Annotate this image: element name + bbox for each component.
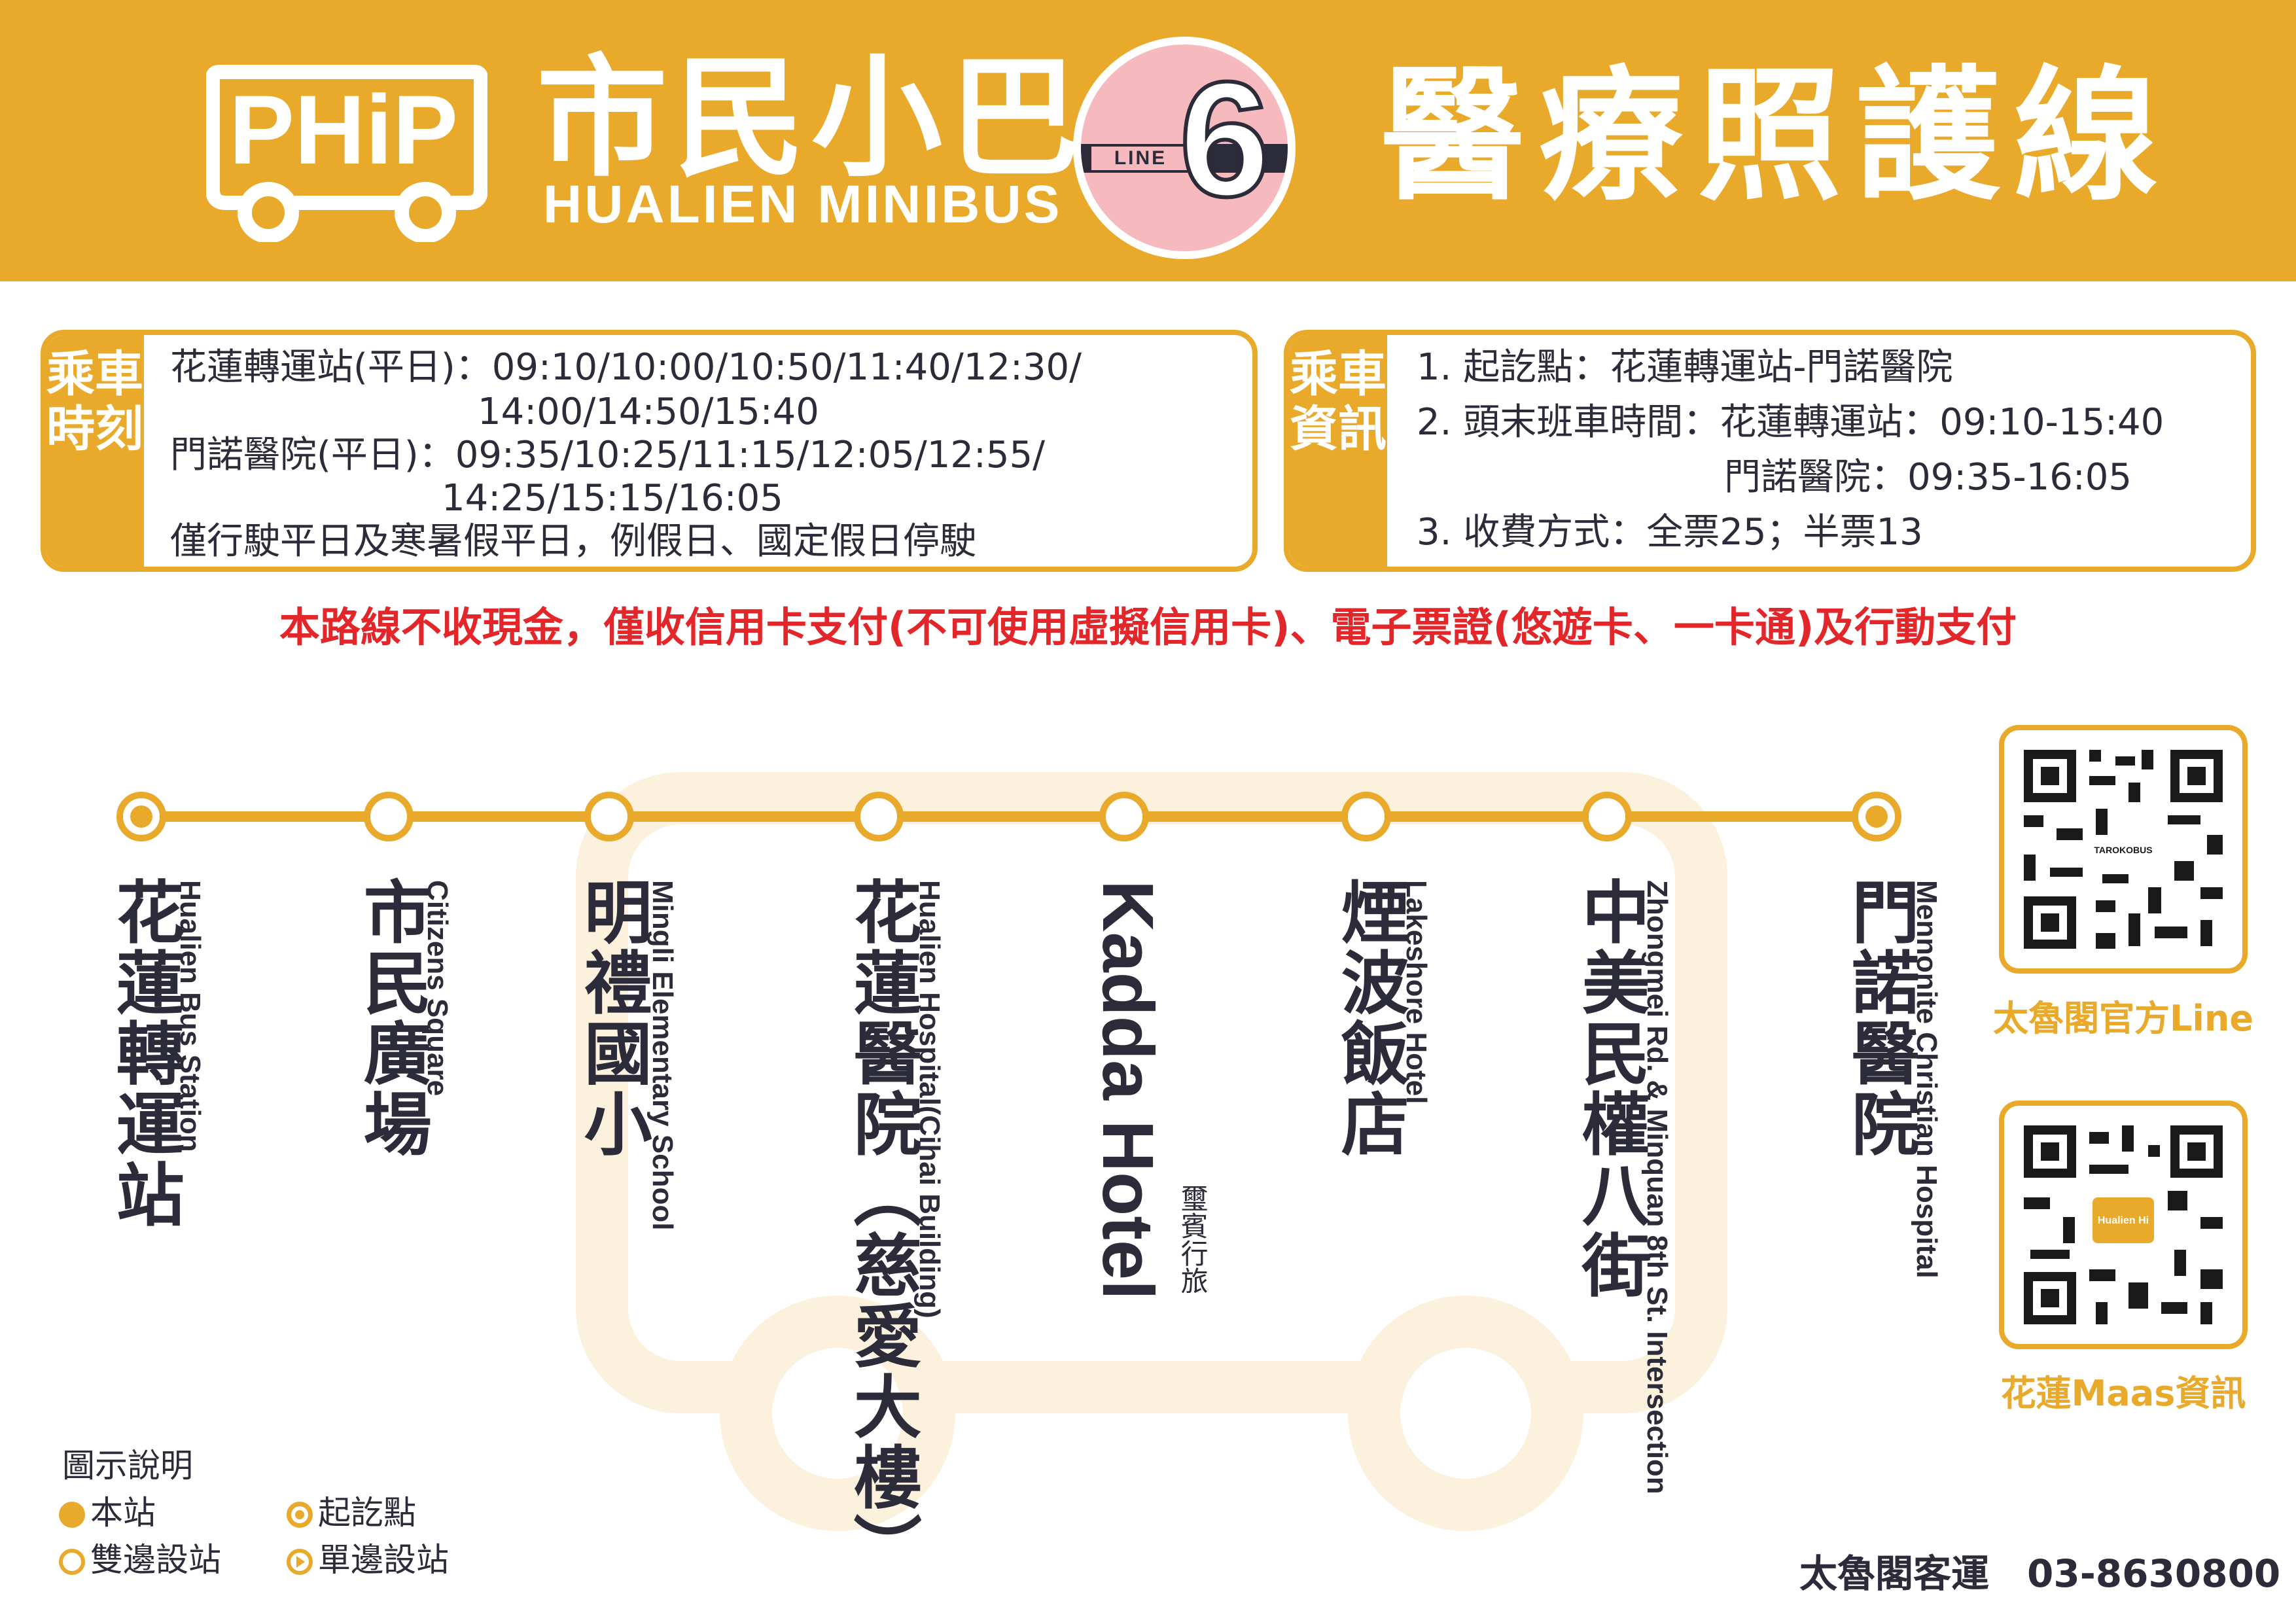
stop-marker bbox=[584, 792, 634, 841]
stop-name-zh-sub: 璽賓行旅 bbox=[1176, 1184, 1209, 1294]
ride-info-line: 3. 收費方式：全票25；半票13 bbox=[1417, 511, 1923, 554]
schedule-line: 僅行駛平日及寒暑假平日，例假日、國定假日停駛 bbox=[170, 520, 976, 563]
qr-inner-label: Hualien Hi bbox=[2098, 1215, 2149, 1226]
ride-info-line: 2. 頭末班車時間：花蓮轉運站：09:10-15:40 bbox=[1417, 401, 2164, 444]
stop-name-zh: 花蓮醫院（慈愛大樓） bbox=[841, 877, 922, 1583]
stop-marker-terminal bbox=[116, 792, 166, 841]
legend-label: 本站 bbox=[90, 1494, 156, 1532]
stop-name-en: Hualien Hospital(Cihai Building) bbox=[913, 880, 945, 1318]
operator-contact: 太魯閣客運 03-8630800 bbox=[1799, 1551, 2281, 1596]
qr-code-icon[interactable]: Hualien Hi bbox=[2004, 1106, 2242, 1344]
watermark-bus-icon bbox=[576, 772, 1727, 1531]
filled-dot-icon bbox=[59, 1502, 85, 1528]
legend-item-both-sides: 雙邊設站 bbox=[59, 1540, 221, 1580]
ride-info-box: 乘車資訊 1. 起訖點：花蓮轉運站-門諾醫院 2. 頭末班車時間：花蓮轉運站：0… bbox=[1284, 330, 2256, 572]
cash-notice: 本路線不收現金，僅收信用卡支付(不可使用虛擬信用卡)、電子票證(悠遊卡、一卡通)… bbox=[279, 603, 2017, 651]
qr-caption: 花蓮Maas資訊 bbox=[2000, 1373, 2246, 1414]
minibus-logo-icon: PHiP bbox=[206, 65, 487, 242]
stop-name-en: Lakeshore Hotel bbox=[1400, 880, 1432, 1104]
ride-info-line: 門諾醫院：09:35-16:05 bbox=[1724, 456, 2132, 499]
stop-name-en: Mingli Elementary School bbox=[646, 880, 679, 1231]
header-band: PHiP 市民小巴 HUALIEN MINIBUS LINE 6 醫療照護線 bbox=[0, 0, 2296, 281]
schedule-box: 乘車時刻 花蓮轉運站(平日)：09:10/10:00/10:50/11:40/1… bbox=[41, 330, 1258, 572]
stop-marker bbox=[1341, 792, 1391, 841]
legend-item-terminal: 起訖點 bbox=[287, 1493, 416, 1532]
ride-info-tag: 乘車資訊 bbox=[1289, 335, 1387, 567]
stop-marker bbox=[1099, 792, 1149, 841]
brand-name-en: HUALIEN MINIBUS bbox=[543, 175, 1063, 234]
legend-item-one-side: 單邊設站 bbox=[287, 1540, 449, 1580]
stop-marker-terminal bbox=[1852, 792, 1901, 841]
stop-marker bbox=[854, 792, 904, 841]
qr-caption: 太魯閣官方Line bbox=[1993, 998, 2253, 1039]
line-word: LINE bbox=[1091, 147, 1190, 170]
legend-label: 雙邊設站 bbox=[90, 1541, 221, 1579]
stop-name-en-main: Kadda Hotel bbox=[1087, 880, 1168, 1300]
route-line bbox=[141, 811, 1881, 822]
qr-code-icon[interactable]: TAROKOBUS bbox=[2004, 730, 2242, 968]
stop-name-en: Mennonite Christian Hospital bbox=[1911, 880, 1943, 1279]
legend-label: 單邊設站 bbox=[318, 1541, 449, 1579]
line-number: 6 bbox=[1177, 48, 1272, 230]
schedule-line: 14:25/15:15/16:05 bbox=[442, 477, 783, 520]
stop-name-zh: 煙波飯店 bbox=[1329, 877, 1409, 1159]
arrow-dot-icon bbox=[287, 1549, 313, 1575]
stop-name-zh: 市民廣場 bbox=[351, 877, 432, 1159]
qr-maas-frame[interactable]: Hualien Hi bbox=[1999, 1101, 2248, 1349]
stop-name-zh: 中美民權八街 bbox=[1570, 877, 1650, 1301]
ring-dot-icon bbox=[59, 1549, 85, 1575]
legend-title: 圖示說明 bbox=[62, 1447, 193, 1485]
stop-name-en: Citizens Square bbox=[421, 880, 453, 1097]
terminal-dot-icon bbox=[287, 1502, 313, 1528]
stop-name-zh: 門諾醫院 bbox=[1839, 877, 1920, 1159]
schedule-line: 花蓮轉運站(平日)：09:10/10:00/10:50/11:40/12:30/ bbox=[170, 346, 1082, 389]
qr-line-frame[interactable]: TAROKOBUS bbox=[1999, 725, 2248, 974]
stop-name-zh: 明禮國小 bbox=[572, 877, 652, 1159]
line-badge: LINE 6 bbox=[1073, 37, 1296, 259]
stop-marker bbox=[1582, 792, 1632, 841]
schedule-line: 14:00/14:50/15:40 bbox=[478, 391, 819, 433]
qr-inner-label: TAROKOBUS bbox=[2094, 845, 2152, 855]
legend-label: 起訖點 bbox=[318, 1494, 416, 1532]
schedule-tag: 乘車時刻 bbox=[46, 335, 144, 567]
route-name: 醫療照護線 bbox=[1381, 52, 2173, 220]
stop-marker bbox=[364, 792, 414, 841]
ride-info-line: 1. 起訖點：花蓮轉運站-門諾醫院 bbox=[1417, 346, 1953, 389]
stop-name-en: Zhongmei Rd. & Minquan 8th St. Intersect… bbox=[1641, 880, 1673, 1494]
legend-item-current: 本站 bbox=[59, 1493, 156, 1532]
schedule-line: 門諾醫院(平日)：09:35/10:25/11:15/12:05/12:55/ bbox=[170, 434, 1045, 476]
svg-text:PHiP: PHiP bbox=[229, 75, 458, 185]
stop-name-en: Hualien Bus Station bbox=[174, 880, 206, 1152]
brand-name-zh: 市民小巴 bbox=[537, 43, 1087, 195]
stop-name-zh: 花蓮轉運站 bbox=[104, 877, 185, 1230]
